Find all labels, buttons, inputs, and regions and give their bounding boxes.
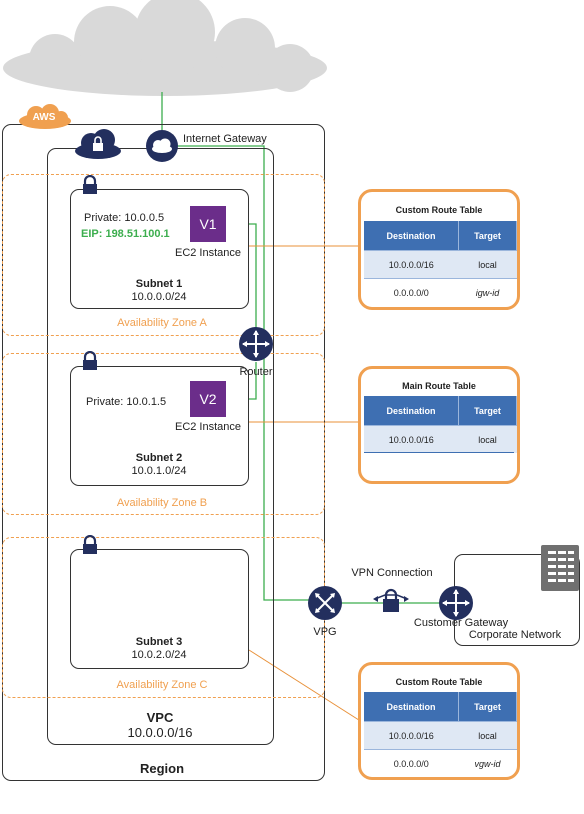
subnet-2-lock-icon (83, 351, 97, 370)
internet-gateway-icon (146, 130, 178, 162)
route-table-2-grid: Destination Target 10.0.0.0/16 local (364, 396, 517, 453)
route-table-2-header-destination: Destination (364, 396, 459, 426)
subnet-1-name: Subnet 1 (135, 278, 183, 290)
ec2-instance-1-label: EC2 Instance (174, 247, 242, 259)
route-table-3-title: Custom Route Table (395, 677, 483, 687)
route-table-1-header-destination: Destination (364, 221, 459, 251)
table-row: 0.0.0.0/0 igw-id (364, 278, 517, 306)
table-row: 0.0.0.0/0 vgw-id (364, 749, 517, 777)
corporate-network-label: Corporate Network (468, 629, 562, 641)
subnet-3 (70, 549, 249, 669)
vpn-connection-label: VPN Connection (351, 567, 433, 579)
route-target: local (458, 425, 517, 453)
region-label: Region (139, 761, 185, 776)
route-table-1-grid: Destination Target 10.0.0.0/16 local 0.0… (364, 221, 517, 306)
ec2-instance-v2[interactable]: V2 (190, 381, 226, 417)
route-table-3-header-destination: Destination (364, 692, 459, 722)
table-row: 10.0.0.0/16 local (364, 250, 517, 279)
table-row: 10.0.0.0/16 local (364, 721, 517, 750)
subnet-2-name: Subnet 2 (135, 452, 183, 464)
route-table-1-title: Custom Route Table (395, 205, 483, 215)
ec2-instance-2-label: EC2 Instance (174, 421, 242, 433)
route-table-2-title: Main Route Table (402, 381, 476, 391)
route-target: local (458, 721, 517, 750)
subnet-2-cidr: 10.0.1.0/24 (131, 465, 187, 477)
availability-zone-a-label: Availability Zone A (117, 317, 207, 329)
availability-zone-a (2, 174, 325, 336)
route-table-associations (248, 245, 363, 723)
customer-gateway-icon[interactable] (438, 585, 474, 621)
vpc-cidr: 10.0.0.0/16 (127, 725, 193, 740)
availability-zone-c-label: Availability Zone C (116, 679, 208, 691)
ec2-instance-v1[interactable]: V1 (190, 206, 226, 242)
vpg-label: VPG (313, 626, 337, 638)
server-icon (541, 545, 579, 591)
subnet-3-cidr: 10.0.2.0/24 (131, 649, 187, 661)
availability-zone-b (2, 353, 325, 515)
route-destination: 10.0.0.0/16 (364, 250, 459, 279)
route-table-3-header-target: Target (458, 692, 517, 722)
ec2-instance-v2-badge: V2 (199, 391, 217, 407)
router-icon[interactable] (238, 326, 274, 362)
route-table-1-header-target: Target (458, 221, 517, 251)
vpn-lock-icon (373, 588, 409, 612)
network-links (161, 92, 440, 604)
instance-2-private-ip: Private: 10.0.1.5 (86, 396, 167, 408)
aws-badge-label: AWS (32, 112, 56, 123)
instance-1-private-ip: Private: 10.0.0.5 (84, 212, 165, 224)
internet-cloud (3, 0, 327, 96)
route-target: vgw-id (458, 749, 517, 777)
router-label: Router (239, 366, 273, 378)
internet-gateway-label: Internet Gateway (183, 133, 267, 145)
route-table-2-header-target: Target (458, 396, 517, 426)
table-row: 10.0.0.0/16 local (364, 425, 517, 453)
main-route-table: Main Route Table Destination Target 10.0… (358, 366, 520, 484)
customer-gateway-label: Customer Gateway (413, 617, 509, 629)
route-target: local (458, 250, 517, 279)
custom-route-table-2: Custom Route Table Destination Target 10… (358, 662, 520, 780)
vpc-label: VPC (146, 710, 174, 725)
ec2-instance-v1-badge: V1 (199, 216, 217, 232)
vpg-icon[interactable] (307, 585, 343, 621)
route-table-3-grid: Destination Target 10.0.0.0/16 local 0.0… (364, 692, 517, 777)
instance-1-eip: EIP: 198.51.100.1 (81, 228, 170, 240)
subnet-3-lock-icon (83, 535, 97, 554)
route-destination: 10.0.0.0/16 (364, 721, 459, 750)
route-target: igw-id (458, 278, 517, 306)
route-destination: 0.0.0.0/0 (364, 749, 459, 777)
subnet-1-lock-icon (83, 175, 97, 194)
route-table-2-footer-band (364, 452, 514, 453)
subnet-1-cidr: 10.0.0.0/24 (131, 291, 187, 303)
vpc-lock-cloud-icon (75, 129, 121, 159)
aws-badge-icon (19, 104, 71, 129)
availability-zone-b-label: Availability Zone B (116, 497, 208, 509)
custom-route-table-1: Custom Route Table Destination Target 10… (358, 189, 520, 310)
subnet-3-name: Subnet 3 (135, 636, 183, 648)
route-destination: 10.0.0.0/16 (364, 425, 459, 453)
route-destination: 0.0.0.0/0 (364, 278, 459, 306)
